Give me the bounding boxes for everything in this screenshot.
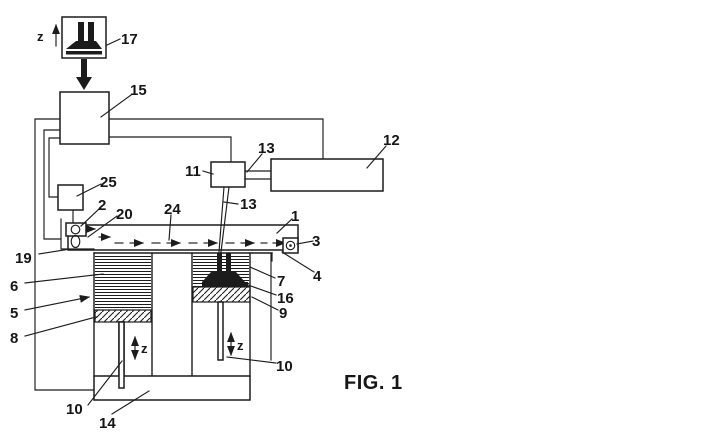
label-7: 7 [277, 273, 285, 290]
callout-12: 12 [366, 132, 400, 169]
deflector-box: 11 [185, 161, 246, 188]
label-9: 9 [279, 305, 287, 322]
z-label-right: z [237, 338, 244, 353]
download-arrow [76, 59, 92, 90]
callout-14: 14 [99, 390, 150, 432]
label-1: 1 [291, 208, 299, 225]
callout-6: 6 [10, 273, 104, 295]
label-6: 6 [10, 278, 18, 295]
label-19: 19 [15, 250, 32, 267]
callout-1: 1 [276, 208, 299, 234]
label-10-right: 10 [276, 358, 293, 375]
callout-4: 4 [281, 251, 322, 285]
callout-2: 2 [80, 197, 106, 227]
label-2: 2 [98, 197, 106, 214]
laser-box: 12 [270, 132, 400, 192]
wiper-roller [70, 234, 81, 249]
left-piston-rod-over-base [118, 321, 125, 389]
wiper-frame: 1 2 20 24 3 4 19 [15, 197, 322, 285]
label-13-link: 13 [258, 140, 275, 157]
callout-7: 7 [249, 266, 285, 290]
label-8: 8 [10, 330, 18, 347]
machine-base [93, 375, 251, 401]
label-4: 4 [313, 268, 322, 285]
label-13-beam: 13 [240, 196, 257, 213]
laser-link: 13 [244, 140, 275, 180]
preview-part-icon [66, 22, 102, 55]
label-20: 20 [116, 206, 133, 223]
liquid-left [95, 255, 151, 310]
callout-13-link: 13 [246, 140, 275, 173]
callout-20: 20 [87, 206, 133, 238]
callout-10-left: 10 [66, 360, 123, 418]
z-axis-arrow-right: z [226, 331, 244, 357]
build-platform [192, 286, 251, 303]
z-label-preview: z [37, 29, 44, 44]
controller-box: 15 [59, 82, 147, 145]
z-label-left: z [141, 341, 148, 356]
label-25: 25 [100, 174, 117, 191]
first-layer [202, 282, 248, 286]
callout-3: 3 [296, 233, 320, 250]
label-17: 17 [121, 31, 138, 48]
label-11: 11 [185, 163, 201, 180]
feed-piston [94, 309, 152, 323]
figure-caption: FIG. 1 [344, 372, 403, 394]
control-wires [34, 118, 324, 391]
label-14: 14 [99, 415, 116, 432]
callout-19: 19 [15, 248, 71, 267]
label-3: 3 [312, 233, 320, 250]
label-15: 15 [130, 82, 147, 99]
callout-17: 17 [106, 31, 138, 48]
laser-beam: 13 [218, 186, 257, 253]
sensor-box: 25 [57, 174, 117, 211]
callout-13-beam: 13 [223, 196, 257, 213]
callout-24: 24 [164, 201, 181, 241]
label-12: 12 [383, 132, 400, 149]
callout-5: 5 [10, 294, 91, 322]
cured-part [202, 253, 248, 286]
z-axis-arrow-left: z [130, 335, 148, 361]
left-roller [70, 224, 81, 235]
right-roller-assembly [282, 237, 299, 254]
callout-16: 16 [247, 284, 294, 307]
callout-11: 11 [185, 163, 214, 180]
label-16: 16 [277, 290, 294, 307]
callout-15: 15 [100, 82, 147, 118]
callout-8: 8 [10, 316, 97, 347]
callout-10-right: 10 [226, 356, 293, 375]
object-preview-box: z 17 [37, 16, 138, 90]
label-5: 5 [10, 305, 18, 322]
label-24: 24 [164, 201, 181, 218]
right-piston-rod [217, 301, 224, 361]
label-10-left: 10 [66, 401, 83, 418]
right-roller [285, 240, 296, 251]
callout-25: 25 [76, 174, 117, 197]
callout-9: 9 [251, 296, 287, 322]
